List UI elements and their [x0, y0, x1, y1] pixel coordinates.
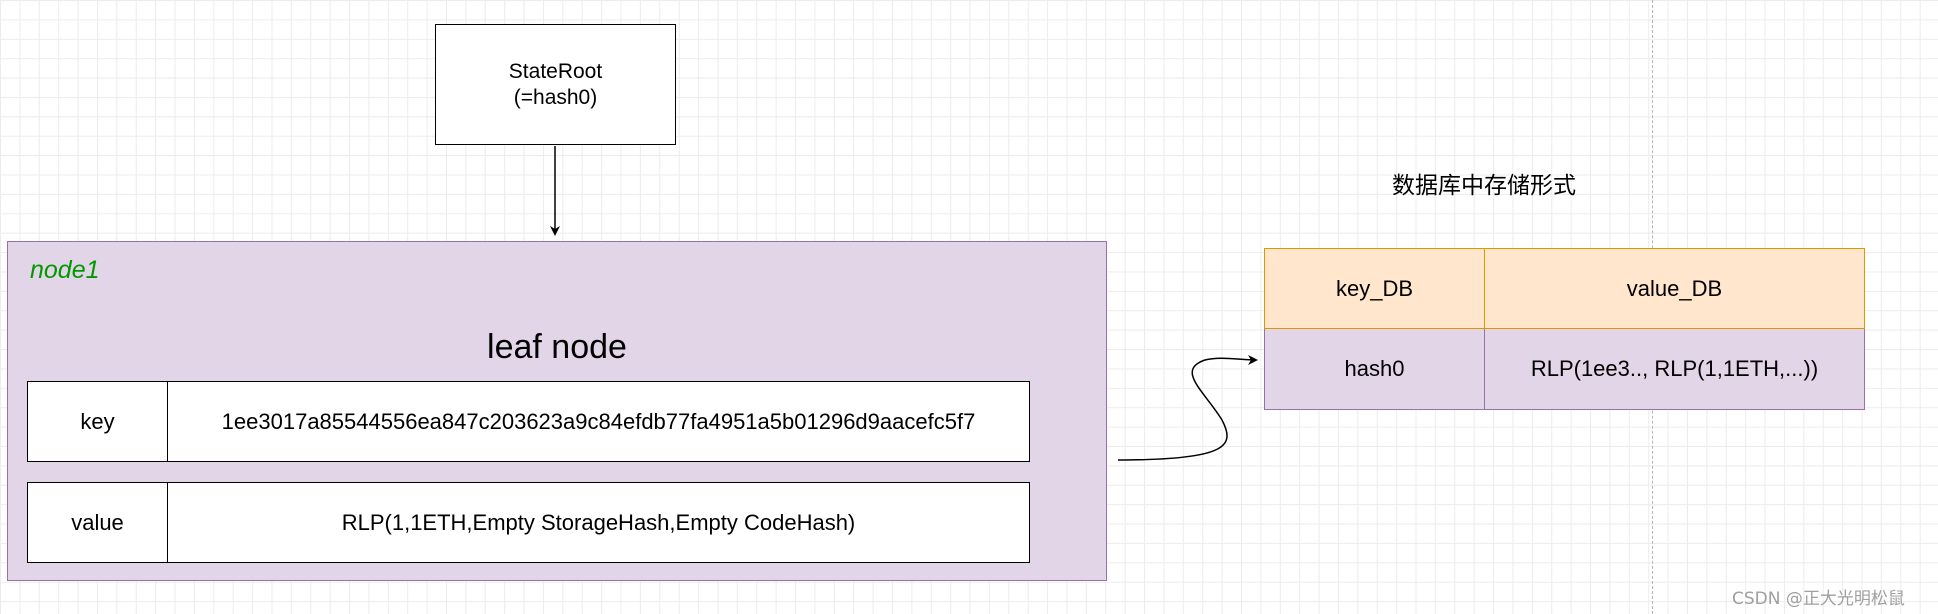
state-root-hash: (=hash0) [513, 85, 598, 109]
leaf-node-container[interactable]: node1 leaf node key 1ee3017a85544556ea84… [7, 241, 1107, 581]
database-header-key: key_DB [1265, 249, 1485, 328]
value-value-cell: RLP(1,1ETH,Empty StorageHash,Empty CodeH… [341, 509, 856, 535]
value-label-cell: value [28, 483, 168, 562]
database-cell-value: RLP(1ee3.., RLP(1,1ETH,...)) [1530, 356, 1819, 381]
value-row[interactable]: value RLP(1,1ETH,Empty StorageHash,Empty… [27, 482, 1030, 563]
database-header-value: value_DB [1626, 275, 1723, 301]
database-header-row: key_DB value_DB [1264, 248, 1865, 329]
key-value-cell: 1ee3017a85544556ea847c203623a9c84efdb77f… [221, 408, 976, 434]
key-label-cell: key [28, 382, 168, 461]
database-data-row[interactable]: hash0 RLP(1ee3.., RLP(1,1ETH,...)) [1264, 329, 1865, 410]
database-caption: 数据库中存储形式 [1392, 173, 1576, 199]
state-root-box[interactable]: StateRoot (=hash0) [435, 24, 676, 145]
node-type-title: leaf node [487, 328, 627, 366]
node-to-database-curve-arrow [1117, 354, 1258, 461]
key-row[interactable]: key 1ee3017a85544556ea847c203623a9c84efd… [27, 381, 1030, 462]
state-root-title: StateRoot [508, 59, 603, 83]
watermark-text: CSDN @正大光明松鼠 [1732, 589, 1905, 609]
database-cell-key: hash0 [1265, 329, 1485, 409]
node-container-label: node1 [30, 256, 100, 284]
database-table[interactable]: key_DB value_DB hash0 RLP(1ee3.., RLP(1,… [1264, 248, 1865, 410]
